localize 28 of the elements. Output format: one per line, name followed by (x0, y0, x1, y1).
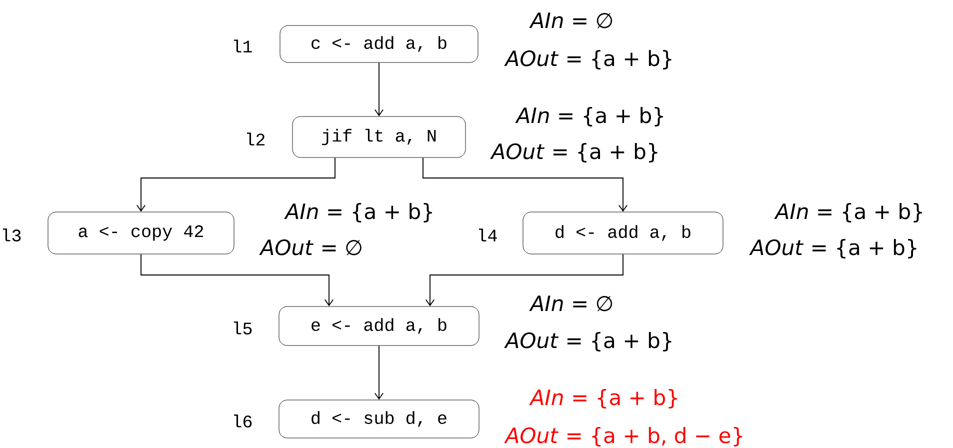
code-box: c <- add a, b (280, 25, 478, 63)
set-formula: AOut = {a + b} (749, 238, 916, 258)
set-formula: AOut = ∅ (259, 239, 362, 256)
set-formula: AIn = {a + b} (774, 202, 922, 222)
set-formula: AIn = ∅ (529, 12, 612, 28)
arrow (374, 345, 384, 400)
code-box: e <- add a, b (278, 306, 480, 346)
code-box: d <- add a, b (522, 212, 724, 254)
line-label: l3 (2, 228, 21, 242)
set-formula: AOut = {a + b, d − e} (504, 426, 742, 446)
set-formula: AOut = {a + b} (504, 332, 672, 352)
arrow (425, 254, 624, 306)
set-formula: AIn = {a + b} (284, 202, 432, 222)
code-box: d <- sub d, e (278, 400, 480, 438)
set-formula: AIn = {a + b} (529, 388, 677, 408)
arrow (140, 254, 334, 306)
line-label: l2 (246, 132, 265, 146)
set-formula: AOut = {a + b} (504, 50, 672, 70)
code-box: a <- copy 42 (48, 212, 234, 254)
line-label: l6 (234, 414, 252, 428)
set-formula: AIn = {a + b} (515, 106, 663, 126)
arrow (374, 62, 384, 116)
set-formula: AIn = ∅ (529, 296, 612, 312)
set-formula: AOut = {a + b} (490, 142, 658, 162)
line-label: l5 (234, 322, 252, 334)
line-label: l4 (478, 228, 497, 242)
code-box: jif lt a, N (292, 116, 466, 158)
line-label: l1 (234, 40, 252, 52)
